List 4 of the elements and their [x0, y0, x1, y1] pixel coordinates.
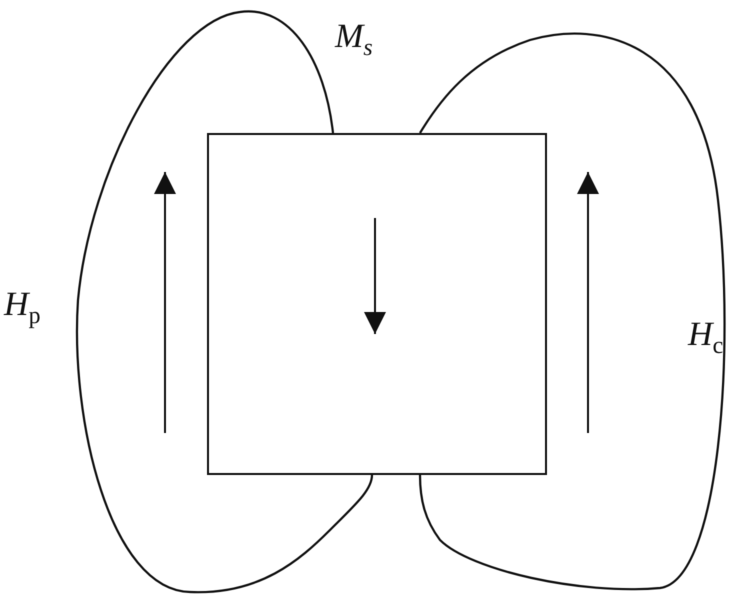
label: M$_{s}$ — [335, 20, 373, 61]
label: H$_{p}$ — [4, 288, 40, 329]
magnet-box — [207, 133, 547, 475]
label: H$_{c}$ — [688, 318, 724, 359]
